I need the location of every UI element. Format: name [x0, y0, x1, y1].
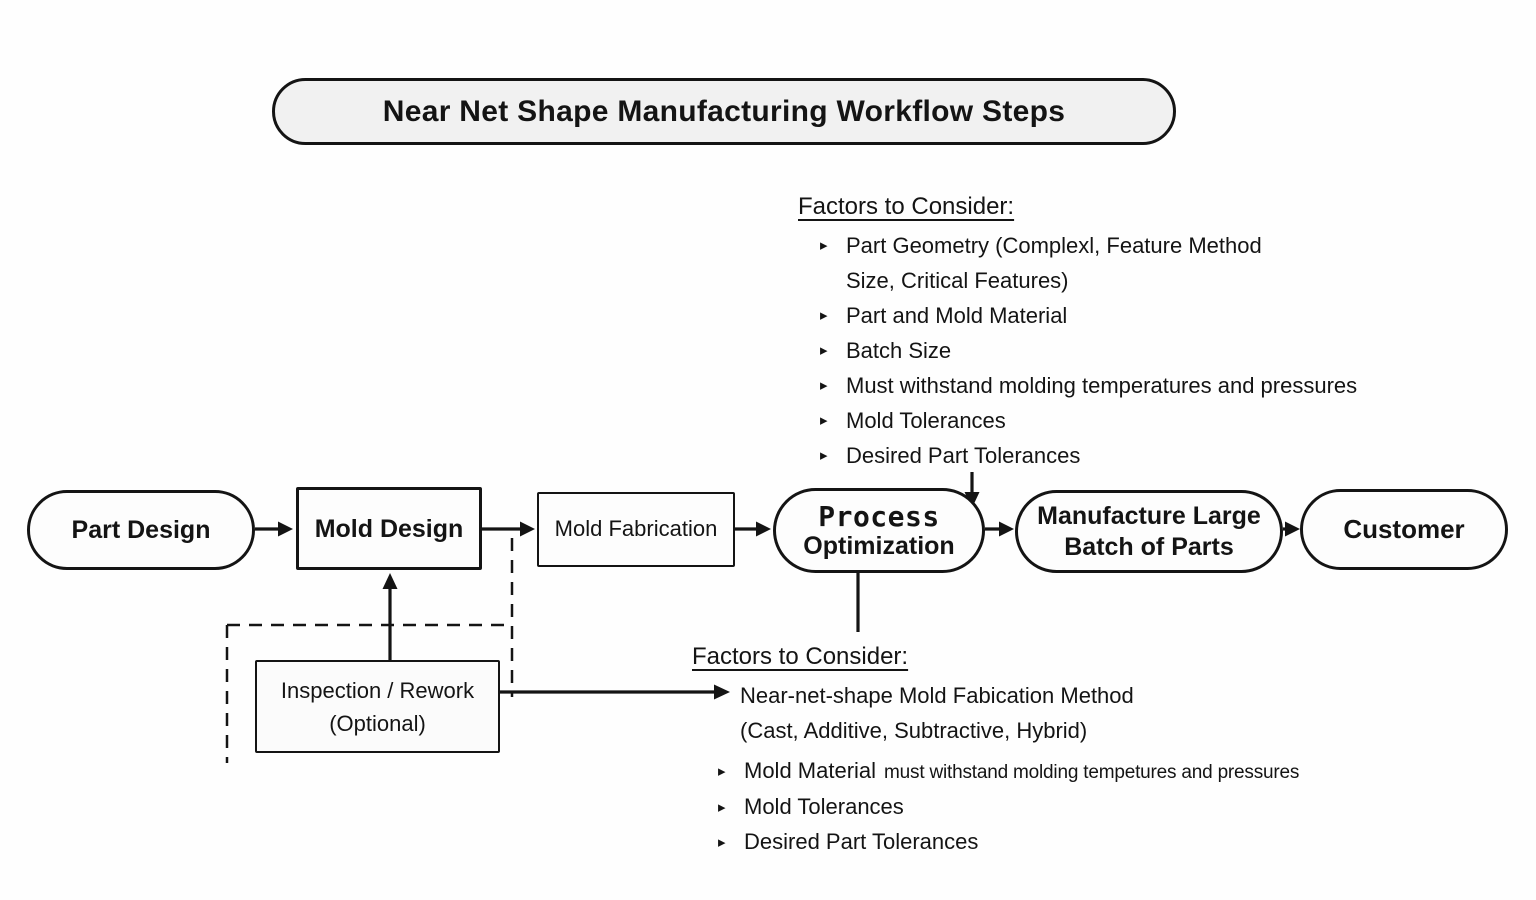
factors-top-item: ▸ Part and Mold Material: [818, 298, 1357, 333]
node-part-design: Part Design: [27, 490, 255, 570]
factors-top-heading: Factors to Consider:: [798, 193, 1015, 220]
factor-text: Mold Material must withstand molding tem…: [744, 754, 1299, 790]
arrow-inspection-to-mold-design: [382, 573, 398, 660]
factors-top-item: ▸ Batch Size: [818, 333, 1357, 368]
factors-bottom-arrow-item: Near-net-shape Mold Fabication Method (C…: [740, 683, 1134, 743]
factors-top-item: ▸ Desired Part Tolerances: [818, 438, 1357, 473]
node-label-line2: Optimization: [803, 532, 955, 561]
bullet-triangle-icon: ▸: [718, 763, 726, 780]
bullet-triangle-icon: ▸: [820, 342, 828, 359]
factor-text: Part Geometry (Complexl, Feature Method …: [846, 233, 1262, 293]
factors-top-item: ▸ Part Geometry (Complexl, Feature Metho…: [818, 228, 1357, 298]
bullet-triangle-icon: ▸: [820, 412, 828, 429]
node-inspection-rework: Inspection / Rework (Optional): [255, 660, 500, 753]
factor-text-rest: must withstand molding tempetures and pr…: [884, 762, 1300, 783]
factor-text: Part and Mold Material: [846, 303, 1068, 328]
arrow-mold-design-to-mold-fabrication: [482, 521, 535, 537]
factor-text: Batch Size: [846, 338, 952, 363]
node-label: Inspection / Rework (Optional): [280, 677, 475, 736]
node-label: Mold Fabrication: [554, 516, 718, 542]
node-mold-fabrication: Mold Fabrication: [537, 492, 735, 567]
factor-text: Mold Tolerances: [744, 794, 904, 819]
arrow-mold-fabrication-to-process-optimization: [735, 521, 771, 537]
factors-bottom-heading: Factors to Consider:: [692, 643, 909, 670]
node-mold-design: Mold Design: [296, 487, 482, 570]
node-label: Part Design: [71, 516, 211, 544]
bullet-triangle-icon: ▸: [718, 799, 726, 816]
factors-top-item: ▸ Mold Tolerances: [818, 403, 1357, 438]
arrow-manufacture-to-customer: [1283, 521, 1300, 537]
bullet-triangle-icon: ▸: [820, 307, 828, 324]
factor-text-lead: Mold Material: [744, 758, 877, 783]
bullet-triangle-icon: ▸: [718, 834, 726, 851]
factors-bottom-section: Factors to Consider: Near-net-shape Mold…: [692, 643, 1299, 860]
factors-bottom-item: ▸ Mold Material must withstand molding t…: [716, 754, 1299, 790]
node-label: Customer: [1343, 513, 1465, 544]
bullet-triangle-icon: ▸: [820, 237, 828, 254]
factors-top-section: Factors to Consider: ▸ Part Geometry (Co…: [798, 193, 1357, 473]
factors-bottom-list: ▸ Mold Material must withstand molding t…: [716, 754, 1299, 860]
node-customer: Customer: [1300, 489, 1508, 570]
factor-text: Desired Part Tolerances: [846, 443, 1081, 468]
node-label-line1: Process: [818, 499, 940, 533]
factor-text: Must withstand molding temperatures and …: [846, 373, 1358, 398]
node-process-optimization: Process Optimization: [773, 488, 985, 573]
factors-bottom-item: ▸ Mold Tolerances: [716, 790, 1299, 825]
node-label: Manufacture Large Batch of Parts: [1037, 502, 1261, 561]
bullet-triangle-icon: ▸: [820, 447, 828, 464]
factors-bottom-item: ▸ Desired Part Tolerances: [716, 825, 1299, 860]
node-manufacture-large-batch: Manufacture Large Batch of Parts: [1015, 490, 1283, 573]
arrow-process-optimization-to-manufacture: [985, 521, 1014, 537]
factors-top-item: ▸ Must withstand molding temperatures an…: [818, 368, 1357, 403]
arrow-part-design-to-mold-design: [255, 521, 293, 537]
bullet-triangle-icon: ▸: [820, 377, 828, 394]
node-label: Mold Design: [314, 514, 464, 543]
diagram-title: Near Net Shape Manufacturing Workflow St…: [272, 78, 1176, 145]
diagram-title-text: Near Net Shape Manufacturing Workflow St…: [382, 94, 1066, 128]
factor-text: Desired Part Tolerances: [744, 829, 979, 854]
factor-text: Mold Tolerances: [846, 408, 1006, 433]
